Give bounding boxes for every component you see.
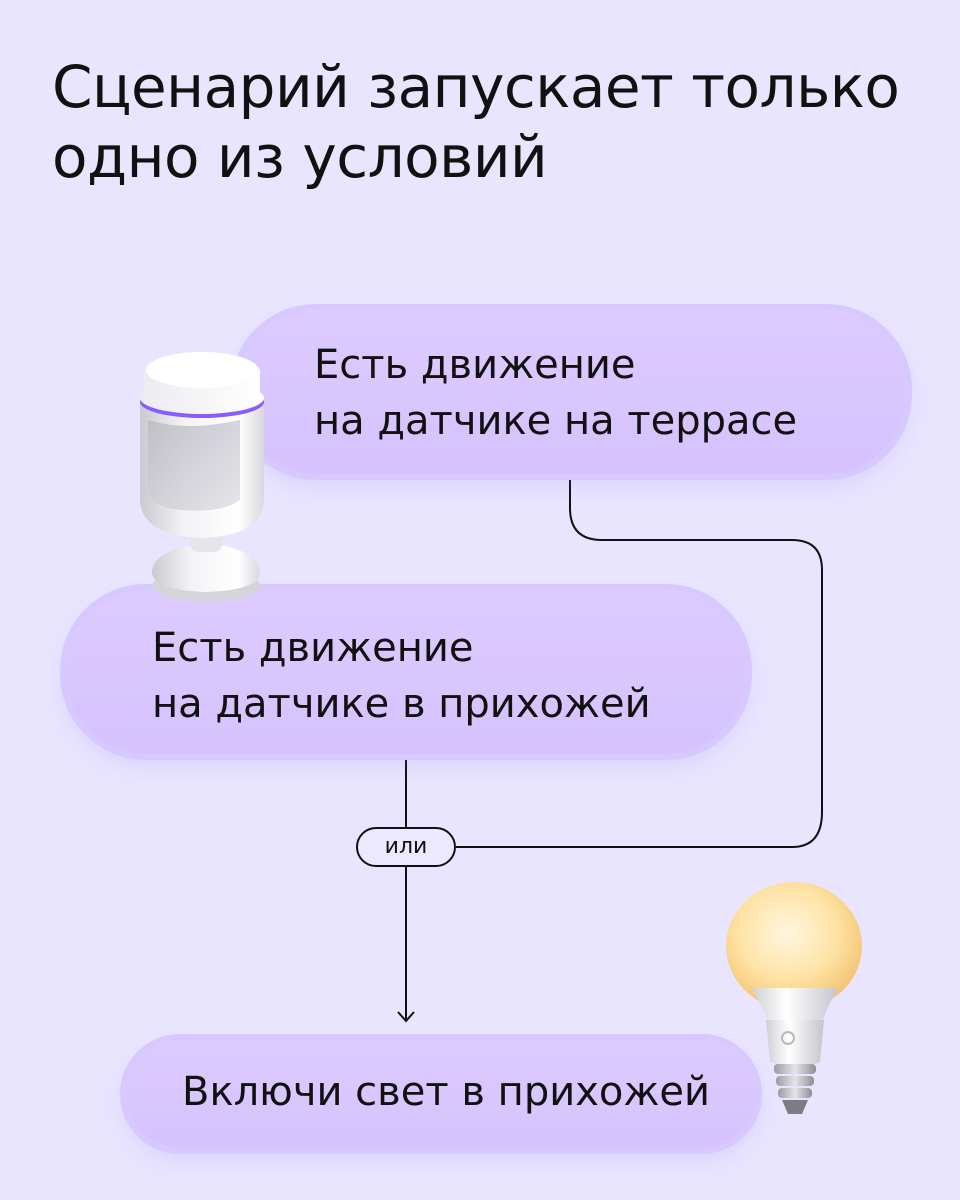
title-line-1: Сценарий запускает только bbox=[52, 53, 900, 121]
condition-terrace-line-1: Есть движение bbox=[314, 342, 636, 388]
condition-terrace-line-2: на датчике на террасе bbox=[314, 398, 798, 444]
action-label: Включи свет в прихожей bbox=[182, 1069, 710, 1115]
arrow-head bbox=[397, 1011, 415, 1023]
motion-sensor-icon bbox=[140, 352, 264, 602]
connector-terrace bbox=[456, 480, 823, 848]
condition-hallway-line-2: на датчике в прихожей bbox=[152, 681, 651, 727]
condition-card-hallway: Есть движение на датчике в прихожей bbox=[66, 590, 746, 754]
or-operator-badge: или bbox=[356, 827, 456, 867]
condition-card-terrace: Есть движение на датчике на террасе bbox=[236, 310, 906, 474]
action-card: Включи свет в прихожей bbox=[126, 1040, 756, 1148]
title-line-2: одно из условий bbox=[52, 123, 548, 191]
condition-hallway-line-1: Есть движение bbox=[152, 625, 474, 671]
smart-bulb-icon bbox=[726, 882, 862, 1114]
page-title: Сценарий запускает только одно из услови… bbox=[52, 52, 932, 192]
